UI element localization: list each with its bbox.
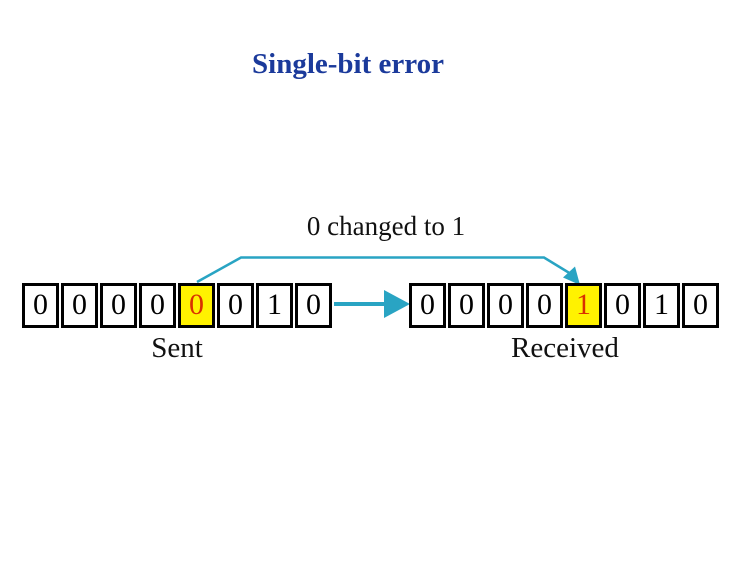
error-annotation: 0 changed to 1 (306, 211, 466, 241)
page-title: Single-bit error (252, 48, 444, 80)
bit-cell: 0 (217, 283, 254, 328)
bit-cell-highlighted: 1 (565, 283, 602, 328)
received-label: Received (511, 332, 619, 364)
sent-label: Sent (151, 332, 203, 364)
right-arrow-icon (334, 290, 410, 318)
bit-cell: 0 (100, 283, 137, 328)
bit-cell: 0 (22, 283, 59, 328)
bit-cell: 0 (448, 283, 485, 328)
bit-cell: 0 (409, 283, 446, 328)
bit-cell: 0 (604, 283, 641, 328)
bit-cell-highlighted: 0 (178, 283, 215, 328)
bit-cell: 0 (682, 283, 719, 328)
bit-cell: 0 (295, 283, 332, 328)
bit-cell: 1 (256, 283, 293, 328)
bit-cell: 0 (526, 283, 563, 328)
bit-cell: 1 (643, 283, 680, 328)
bit-cell: 0 (61, 283, 98, 328)
bit-cell: 0 (487, 283, 524, 328)
bit-cell: 0 (139, 283, 176, 328)
curved-arrow-icon (196, 256, 580, 285)
